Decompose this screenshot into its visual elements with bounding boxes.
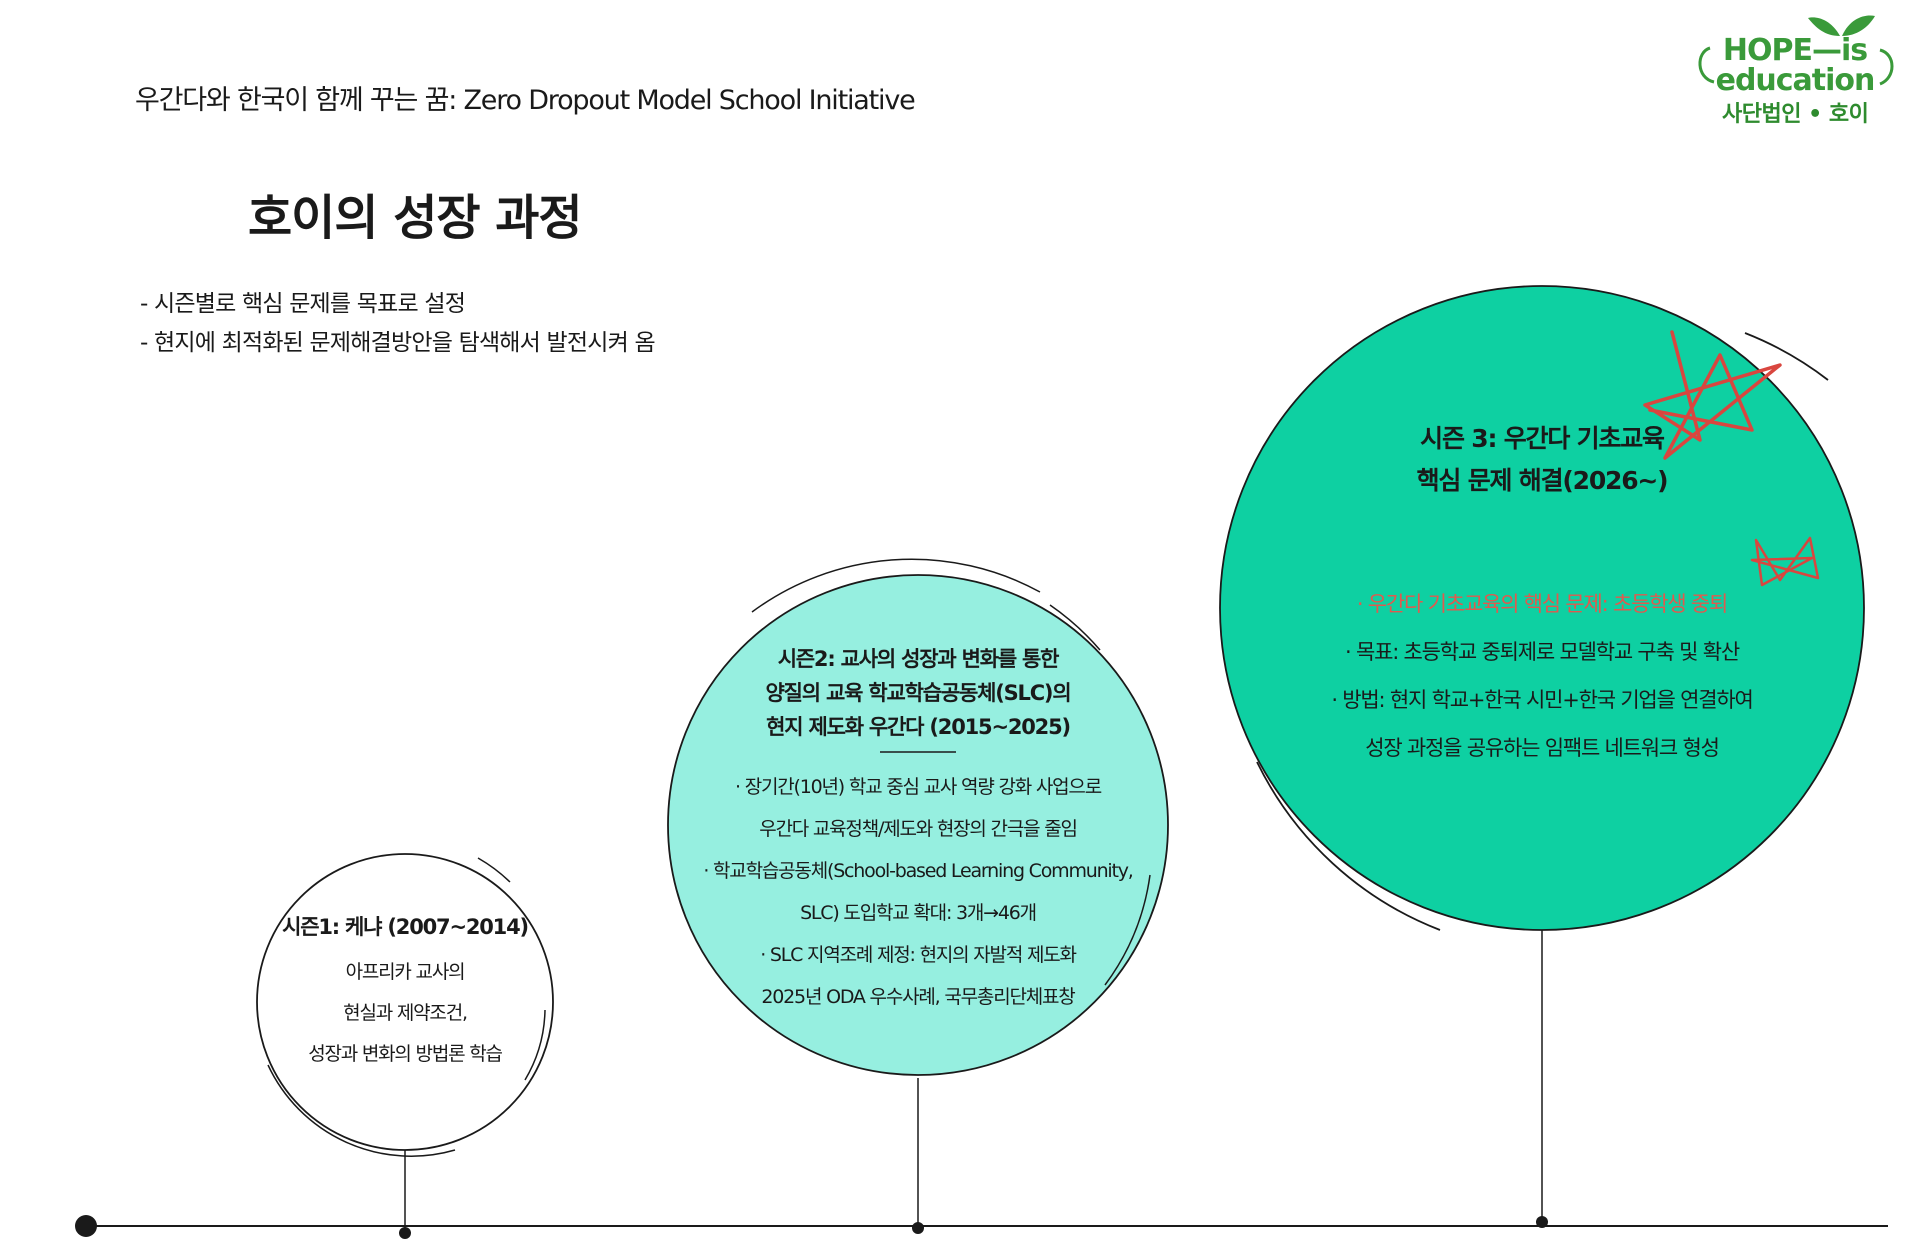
season3-title-line: 시즌 3: 우간다 기초교육: [1420, 424, 1665, 453]
season2-circle: [667, 574, 1169, 1076]
season1-stem-dot: [399, 1227, 411, 1239]
season2-content: 시즌2: 교사의 성장과 변화를 통한 양질의 교육 학교학습공동체(SLC)의…: [668, 642, 1168, 1018]
season1-circle: [256, 853, 554, 1151]
season3-highlight-line: · 우간다 기초교육의 핵심 문제: 초등학생 중퇴: [1356, 592, 1729, 616]
season3-circle: [1219, 285, 1865, 931]
season3-title-line: 핵심 문제 해결(2026~): [1416, 466, 1669, 495]
season3-stem-dot: [1536, 1216, 1548, 1228]
season3-body-line: 성장 과정을 공유하는 임팩트 네트워크 형성: [1365, 736, 1720, 760]
header-title: 우간다와 한국이 함께 꾸는 꿈: Zero Dropout Model Sch…: [135, 85, 916, 116]
page-title: 호이의 성장 과정: [248, 190, 583, 246]
season2-title-line: 시즌2: 교사의 성장과 변화를 통한: [777, 647, 1060, 671]
season3-content: 시즌 3: 우간다 기초교육 핵심 문제 해결(2026~): [1312, 418, 1772, 502]
season1-body-line: 현실과 제약조건,: [343, 1002, 468, 1024]
season2-body-line: · SLC 지역조례 제정: 현지의 자발적 제도화: [760, 944, 1077, 966]
season3-body: · 우간다 기초교육의 핵심 문제: 초등학생 중퇴 · 목표: 초등학교 중퇴…: [1262, 580, 1822, 772]
star-doodle-large: [1643, 330, 1782, 460]
season2-body-line: 우간다 교육정책/제도와 현장의 간극을 줄임: [759, 818, 1078, 840]
season2-stem-dot: [912, 1222, 924, 1234]
season1-title: 시즌1: 케냐 (2007~2014): [282, 915, 529, 939]
star-doodle-small: [1750, 536, 1820, 587]
intro-bullets: - 시즌별로 핵심 문제를 목표로 설정 - 현지에 최적화된 문제해결방안을 …: [140, 285, 656, 363]
intro-bullet-2: - 현지에 최적화된 문제해결방안을 탐색해서 발전시켜 옴: [140, 330, 656, 356]
season2-title-line: 양질의 교육 학교학습공동체(SLC)의: [765, 681, 1072, 705]
season2-body-line: · 학교학습공동체(School-based Learning Communit…: [703, 860, 1134, 882]
intro-bullet-1: - 시즌별로 핵심 문제를 목표로 설정: [140, 291, 466, 317]
season3-arc-bottom: [1256, 761, 1441, 931]
season2-title-line: 현지 제도화 우간다 (2015~2025): [766, 715, 1071, 739]
season1-body-line: 성장과 변화의 방법론 학습: [308, 1043, 503, 1065]
season2-arc-topright: [1049, 604, 1101, 651]
season1-arc-right: [524, 1009, 546, 1081]
timeline-start-dot: [75, 1215, 97, 1237]
logo-text-bottom: education: [1716, 63, 1875, 98]
season3-body-line: · 방법: 현지 학교+한국 시민+한국 기업을 연결하여: [1331, 688, 1753, 712]
hope-is-education-logo: HOPE—is education: [1698, 15, 1894, 98]
season2-body-line: SLC) 도입학교 확대: 3개→46개: [800, 902, 1037, 924]
season1-arc-bottom: [267, 1064, 456, 1157]
season2-arc-right: [1104, 874, 1151, 986]
season3-arc-top: [1744, 332, 1829, 381]
season1-content: 시즌1: 케냐 (2007~2014) 아프리카 교사의 현실과 제약조건, 성…: [255, 912, 555, 1075]
logo-text-top: HOPE—is: [1723, 33, 1867, 68]
season2-arc-top: [751, 558, 1041, 613]
season1-arc-top: [477, 857, 511, 883]
season1-body-line: 아프리카 교사의: [345, 961, 466, 983]
logo-subtitle: 사단법인 • 호이: [1722, 102, 1869, 127]
season3-body-line: · 목표: 초등학교 중퇴제로 모델학교 구축 및 확산: [1345, 640, 1740, 664]
season2-body-line: 2025년 ODA 우수사례, 국무총리단체표창: [761, 986, 1075, 1008]
season2-body-line: · 장기간(10년) 학교 중심 교사 역량 강화 사업으로: [735, 776, 1102, 798]
